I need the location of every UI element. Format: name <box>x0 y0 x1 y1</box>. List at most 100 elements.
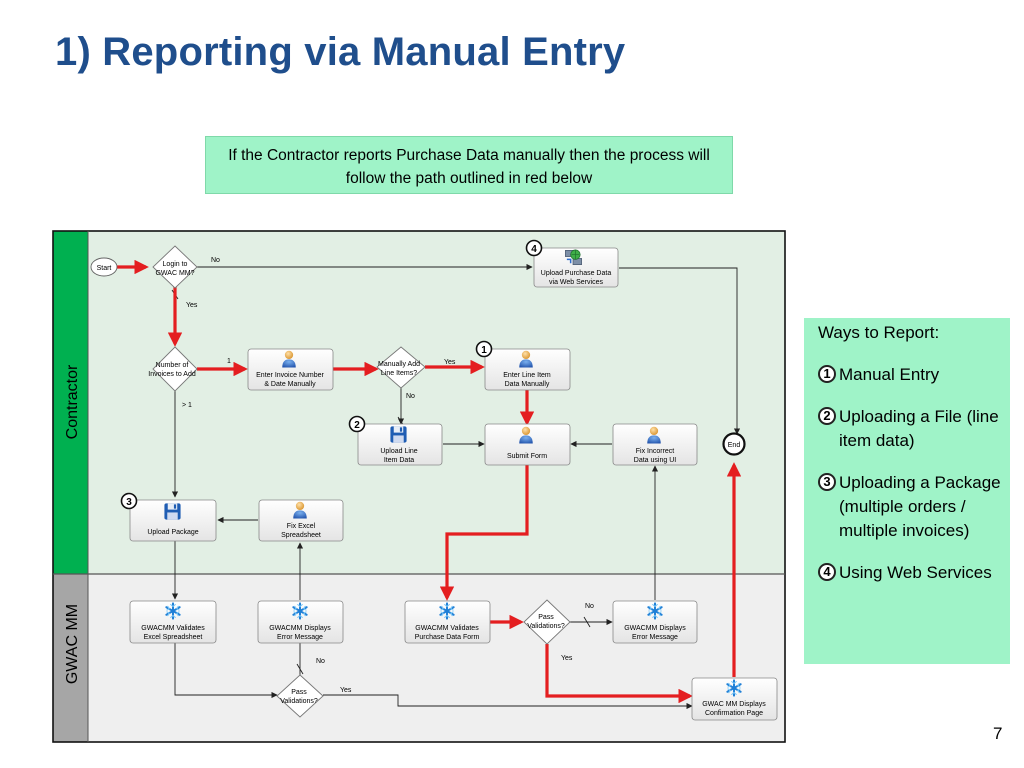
way-item-uploading-package: 3 Uploading a Package (multiple orders /… <box>818 471 1010 543</box>
svg-text:Item Data: Item Data <box>384 457 414 464</box>
svg-text:Validations?: Validations? <box>280 698 318 705</box>
label-login-yes: Yes <box>186 302 198 309</box>
svg-text:GWACMM Displays: GWACMM Displays <box>624 625 686 632</box>
edge-pass2-confirm <box>323 694 693 710</box>
svg-text:Number of: Number of <box>156 362 189 369</box>
label-pass1-no: No <box>585 603 594 610</box>
task-display-error-excel: GWACMM Displays Error Message <box>257 600 344 644</box>
badge-upload-file: 2 <box>348 415 366 433</box>
decision-login: Login to GWAC MM? <box>152 245 198 289</box>
svg-text:Invoices to Add: Invoices to Add <box>148 371 196 378</box>
swimlane-frame: Contractor GWAC MM <box>52 230 786 743</box>
svg-text:Validations?: Validations? <box>527 623 565 630</box>
label-pass2-yes: Yes <box>340 687 352 694</box>
task-upload-package: Upload Package <box>129 499 217 542</box>
svg-text:GWAC MM Displays: GWAC MM Displays <box>702 701 766 708</box>
edge-labels: No Yes 1 > 1 Yes No No Yes No Yes <box>182 257 594 694</box>
decision-pass-validations-excel: Pass Validations? <box>276 674 324 718</box>
start-label: Start <box>97 265 112 272</box>
start-node: Start <box>90 257 118 277</box>
svg-text:GWACMM Validates: GWACMM Validates <box>141 625 205 632</box>
task-display-error-form: GWACMM Displays Error Message <box>612 600 698 644</box>
instruction-note: If the Contractor reports Purchase Data … <box>205 136 733 194</box>
svg-text:Submit Form: Submit Form <box>507 453 547 460</box>
end-node: End <box>722 432 746 456</box>
way-number-badge: 2 <box>818 407 836 425</box>
gwac-lane-header <box>53 574 88 742</box>
svg-text:Data Manually: Data Manually <box>505 381 550 388</box>
svg-text:Spreadsheet: Spreadsheet <box>281 532 321 539</box>
svg-text:Line Items?: Line Items? <box>381 370 417 377</box>
gwac-lane-label: GWAC MM <box>64 604 81 684</box>
svg-text:Excel Spreadsheet: Excel Spreadsheet <box>144 634 203 641</box>
task-submit-form: Submit Form <box>484 423 571 466</box>
svg-text:via Web Services: via Web Services <box>549 279 603 286</box>
svg-text:Pass: Pass <box>538 614 554 621</box>
task-upload-line-item: Upload Line Item Data <box>357 423 443 466</box>
task-enter-invoice-number: Enter Invoice Number & Date Manually <box>247 348 334 391</box>
task-fix-incorrect-data: Fix Incorrect Data using UI <box>612 423 698 466</box>
badge-web-services: 4 <box>525 239 543 257</box>
task-confirmation-page: GWAC MM Displays Confirmation Page <box>691 677 778 721</box>
way-item-uploading-file: 2 Uploading a File (line item data) <box>818 405 1010 453</box>
edge-validate-pass2 <box>174 643 278 699</box>
svg-text:Error Message: Error Message <box>632 634 678 641</box>
svg-text:GWAC MM?: GWAC MM? <box>155 270 194 277</box>
label-manual-yes: Yes <box>444 359 456 366</box>
decision-manually-add: Manually Add Line Items? <box>376 346 426 389</box>
gwac-lane-background <box>88 574 785 742</box>
label-login-no: No <box>211 257 220 264</box>
svg-text:Confirmation Page: Confirmation Page <box>705 710 763 717</box>
task-upload-web-services: Upload Purchase Data via Web Services <box>533 247 619 288</box>
svg-text:Pass: Pass <box>291 689 307 696</box>
way-label: Uploading a Package (multiple orders / m… <box>839 473 1001 540</box>
connectors <box>171 263 741 710</box>
red-pass1-confirm <box>545 644 693 704</box>
task-validate-form: GWACMM Validates Purchase Data Form <box>404 600 491 644</box>
way-label: Manual Entry <box>839 365 940 384</box>
svg-text:Upload Purchase Data: Upload Purchase Data <box>541 270 612 277</box>
svg-text:4: 4 <box>531 244 537 255</box>
task-fix-excel-spreadsheet: Fix Excel Spreadsheet <box>258 499 344 542</box>
way-item-manual-entry: 1 Manual Entry <box>818 363 1010 387</box>
svg-text:2: 2 <box>354 420 360 431</box>
page-title: 1) Reporting via Manual Entry <box>55 30 626 74</box>
way-label: Using Web Services <box>839 563 992 582</box>
edge-webservice-end <box>619 267 741 435</box>
svg-text:Fix Excel: Fix Excel <box>287 523 316 530</box>
svg-text:Error Message: Error Message <box>277 634 323 641</box>
page-number: 7 <box>993 724 1003 743</box>
svg-text:& Date Manually: & Date Manually <box>264 381 316 388</box>
svg-text:Purchase Data Form: Purchase Data Form <box>415 634 480 641</box>
label-pass2-no: No <box>316 658 325 665</box>
svg-text:GWACMM Validates: GWACMM Validates <box>415 625 479 632</box>
badge-upload-package: 3 <box>120 492 138 510</box>
svg-text:1: 1 <box>481 345 487 356</box>
svg-text:Enter Line Item: Enter Line Item <box>503 372 551 379</box>
contractor-lane-header <box>53 231 88 574</box>
label-many-invoices: > 1 <box>182 402 192 409</box>
svg-text:Enter Invoice Number: Enter Invoice Number <box>256 372 324 379</box>
end-label: End <box>728 442 741 449</box>
red-submit-validate <box>439 465 529 601</box>
floppy-disk-icon <box>390 426 407 443</box>
label-manual-no: No <box>406 393 415 400</box>
decision-pass-validations-form: Pass Validations? <box>523 599 571 645</box>
label-one-invoice: 1 <box>227 358 231 365</box>
floppy-disk-icon <box>164 503 181 520</box>
manual-entry-path <box>117 259 742 704</box>
svg-text:Upload Package: Upload Package <box>147 529 198 536</box>
ways-to-report-title: Ways to Report: <box>818 323 940 342</box>
way-label: Uploading a File (line item data) <box>839 407 999 450</box>
way-number-badge: 3 <box>818 473 836 491</box>
svg-text:Data using UI: Data using UI <box>634 457 676 464</box>
ways-to-report-panel: Ways to Report: 1 Manual Entry 2 Uploadi… <box>804 318 1010 664</box>
task-validate-excel: GWACMM Validates Excel Spreadsheet <box>129 600 217 644</box>
way-number-badge: 1 <box>818 365 836 383</box>
svg-text:3: 3 <box>126 497 132 508</box>
label-pass1-yes: Yes <box>561 655 573 662</box>
svg-text:Upload Line: Upload Line <box>380 448 417 455</box>
svg-text:GWACMM Displays: GWACMM Displays <box>269 625 331 632</box>
badge-manual-entry: 1 <box>475 340 493 358</box>
